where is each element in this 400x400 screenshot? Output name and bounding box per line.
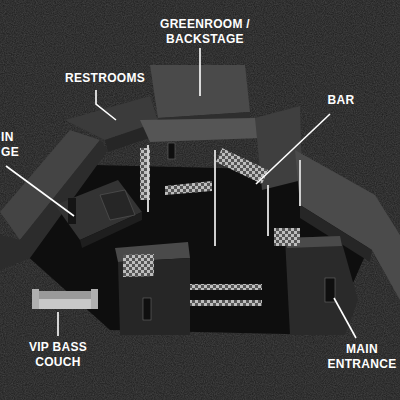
main-stage [55, 180, 142, 240]
area-label: RESTROOMS [55, 71, 155, 86]
speaker [68, 198, 76, 224]
checkered-panel [123, 254, 154, 277]
label-box: RESTROOMS [55, 71, 155, 86]
back-wall [140, 118, 262, 142]
leader-line [57, 312, 59, 336]
label-box: VIP BASS COUCH [28, 340, 88, 370]
step [190, 300, 262, 306]
leader-line [6, 166, 74, 216]
checkered-panel [274, 228, 300, 246]
step [190, 284, 262, 290]
leader-line [334, 298, 356, 338]
area-label: BAR [316, 93, 366, 108]
area-label: GREENROOM / BACKSTAGE [130, 17, 280, 47]
building [0, 65, 400, 335]
leader-line [256, 114, 330, 184]
leader-lines [6, 48, 356, 338]
area-label: MAIN ENTRANCE [327, 342, 397, 372]
bar-counter [165, 181, 212, 195]
leader-line [199, 48, 201, 96]
vip-couch [32, 289, 98, 309]
area-label: IN GE [1, 130, 21, 160]
pole [214, 150, 216, 246]
bar-counter [216, 148, 268, 184]
leader-line [96, 90, 116, 120]
label-box: IN GE [1, 130, 21, 160]
pole [267, 185, 269, 236]
label-box: BAR [316, 93, 366, 108]
stage-stairs [100, 190, 135, 220]
door [168, 143, 175, 159]
area-label: VIP BASS COUCH [28, 340, 88, 370]
pole [147, 145, 149, 212]
door [143, 298, 151, 320]
label-box: GREENROOM / BACKSTAGE [130, 17, 280, 47]
label-box: MAIN ENTRANCE [327, 342, 397, 372]
pole [299, 160, 301, 206]
